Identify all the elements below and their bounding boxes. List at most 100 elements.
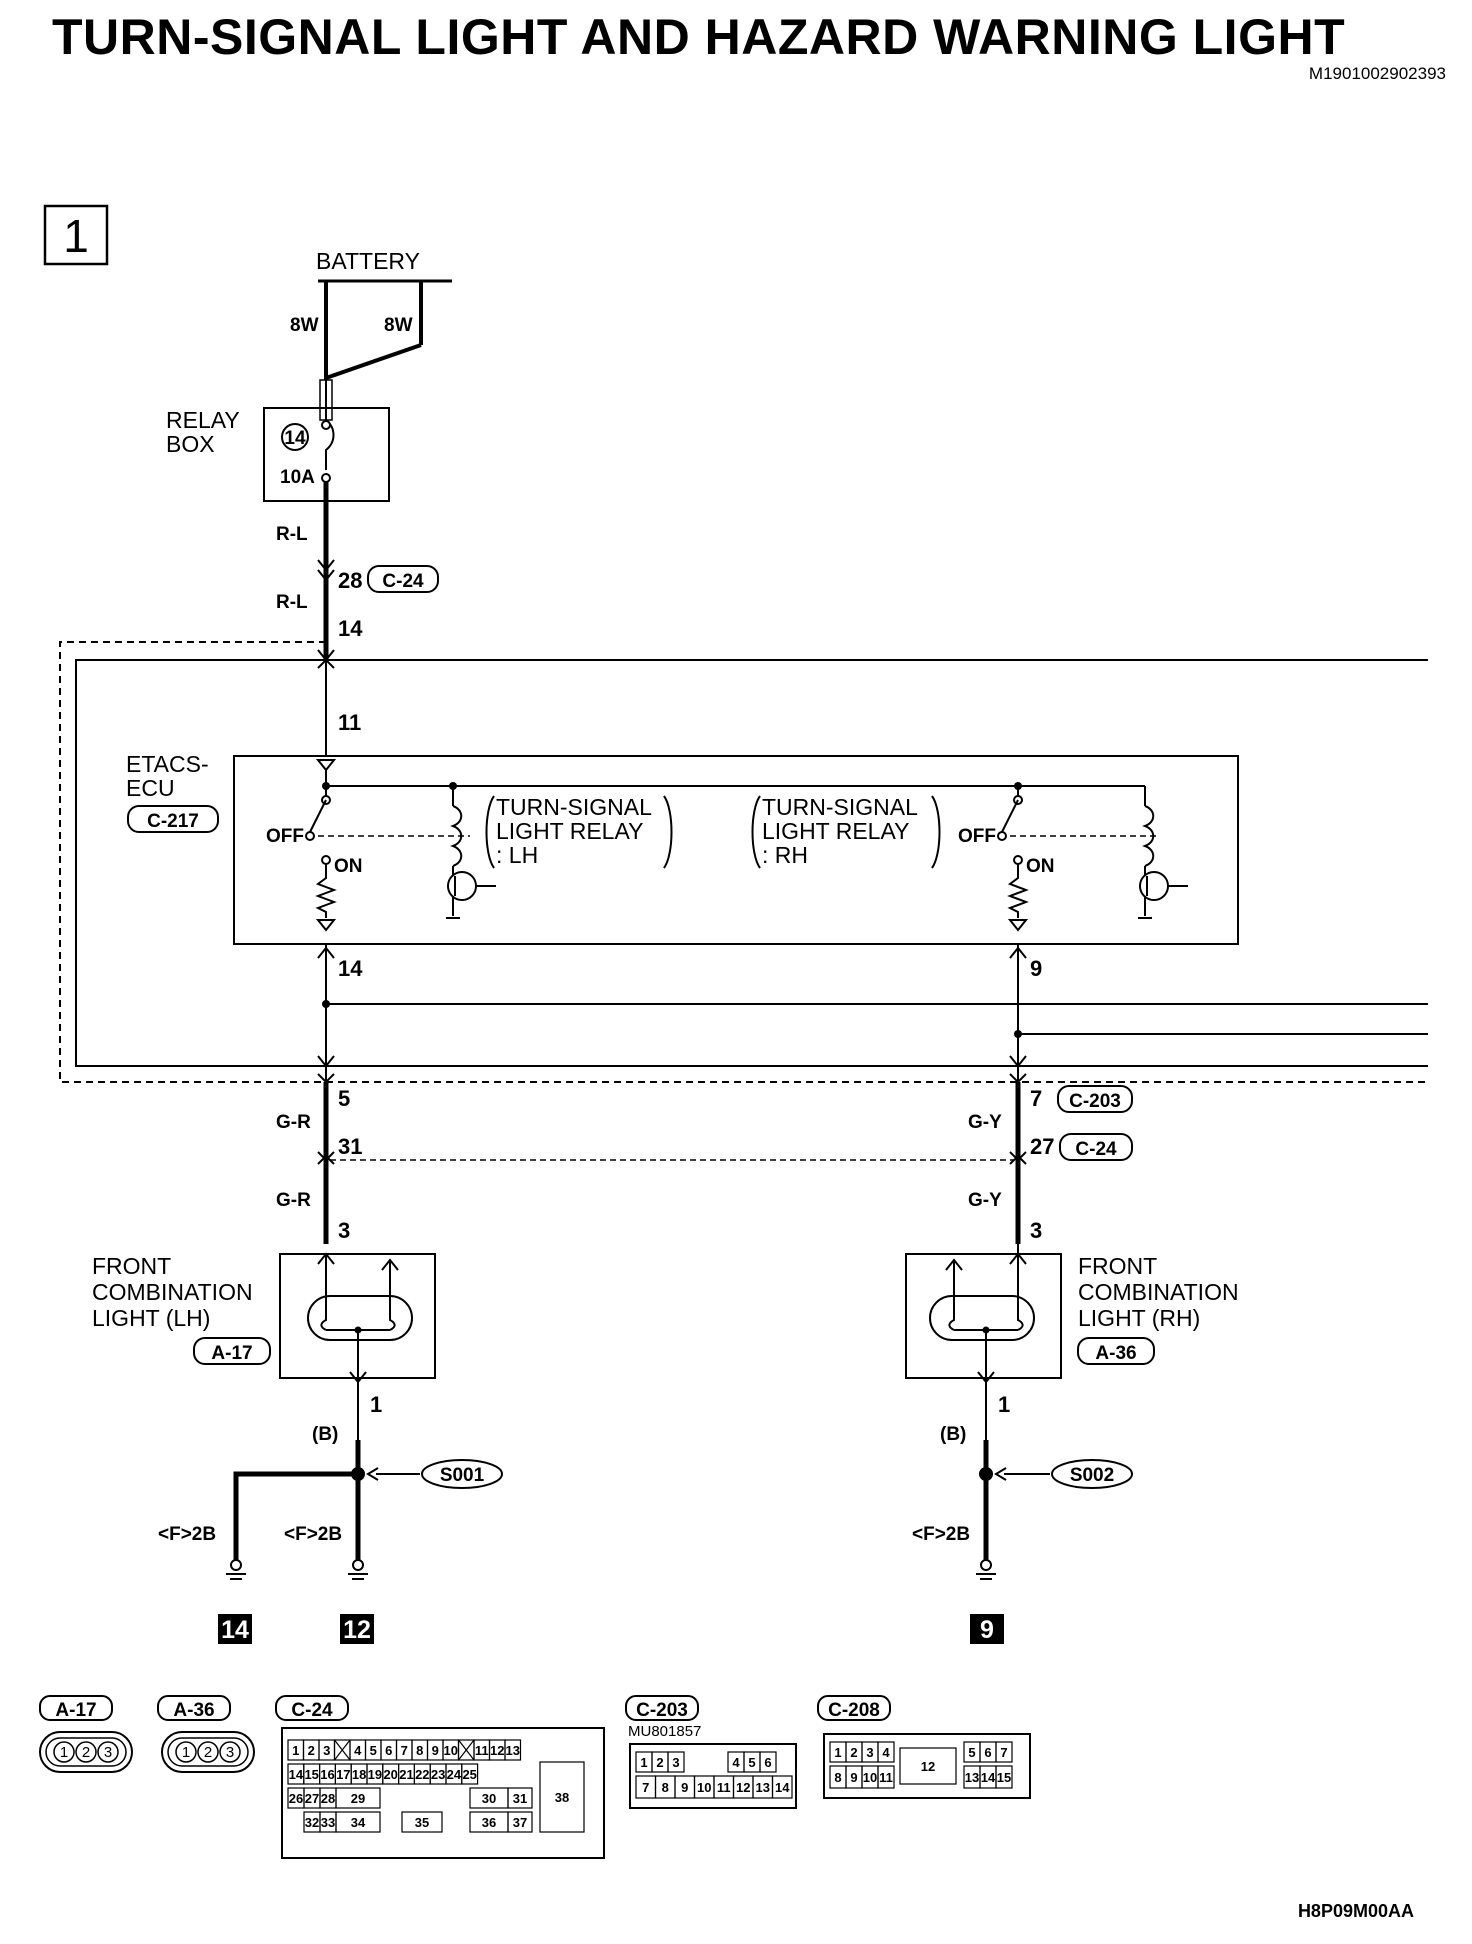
c208-pin-2: 2 [850,1745,857,1760]
c208-pin-3: 3 [866,1745,873,1760]
c24-pin-31-cell [507,1787,533,1809]
connector-rh-27 [1009,1151,1027,1165]
wire-rl-bottom: R-L [276,592,308,613]
fuse-rating: 10A [280,467,315,488]
pin-1-right: 1 [998,1392,1010,1417]
c208-pin-15: 15 [997,1770,1011,1785]
wire-gr-top: G-R [276,1112,311,1133]
rh-relay-coil [1142,805,1155,867]
rh-relay-label-2: LIGHT RELAY [762,818,909,844]
c24-pin-15: 15 [304,1767,318,1782]
c208-pin-4-cell [877,1741,895,1763]
c24-pin-36: 36 [482,1815,496,1830]
wire-gy-bottom: G-Y [968,1190,1002,1211]
a36-pin-2: 2 [204,1744,212,1761]
c203-pin-2: 2 [656,1755,663,1770]
c24-pin-x11-blank [458,1739,475,1761]
c208-pin-15-cell [995,1765,1013,1789]
rh-switch-off-contact [997,831,1007,841]
lh-relay-bracket-left [485,795,495,869]
a36-pin-3: 3 [226,1744,234,1761]
lh-ground-branch [233,1471,358,1560]
pin-31: 31 [338,1134,362,1159]
page-title: TURN-SIGNAL LIGHT AND HAZARD WARNING LIG… [52,9,1346,65]
c24-pin-37-cell [507,1811,533,1833]
wire-8w-left: 8W [290,315,319,336]
connector-c24-badge [367,565,439,593]
c24-pin-17: 17 [336,1767,350,1782]
document-id: M1901002902393 [1308,64,1446,83]
connector-view-a36-label: A-36 [173,1700,214,1721]
c24-pin-24: 24 [447,1767,462,1782]
c208-pin-12: 12 [921,1759,935,1774]
c24-pin-35: 35 [415,1815,429,1830]
a17-pin-1: 1 [60,1744,68,1761]
lh-on-label: ON [334,856,363,877]
lh-relay-coil [450,805,463,867]
c208-pin-10: 10 [863,1770,877,1785]
ground-ref-9-box [970,1614,1004,1644]
connector-c24-symbol [317,559,335,582]
rh-light-label-1: FRONT [1078,1253,1157,1279]
c24-pin-22: 22 [415,1767,429,1782]
pin-28: 28 [338,568,362,593]
connector-view-c208-label: C-208 [828,1700,880,1721]
c203-pin-7: 7 [642,1780,649,1795]
ecu-label-1: ETACS- [126,751,209,777]
relay-box-label-1: RELAY [166,407,240,433]
lh-light-label-2: COMBINATION [92,1279,253,1305]
c203-part-number: MU801857 [628,1723,701,1740]
c208-pin-11: 11 [879,1770,893,1785]
connector-lh-31 [317,1151,335,1165]
ground-ref-9: 9 [980,1616,994,1644]
connector-view-c203-label: C-203 [636,1700,688,1721]
rh-relay-bracket-left [751,795,761,869]
c24-pin-38-cell [539,1761,585,1833]
c208-pin-9: 9 [850,1770,857,1785]
connector-c217-badge [127,805,219,833]
c203-pin-8: 8 [662,1780,669,1795]
ground-ref-14-box [218,1614,252,1644]
arrow-down-11 [317,649,335,662]
c24-pin-5: 5 [370,1743,377,1758]
rh-transistor [1139,871,1169,901]
c24-pin-35-cell [401,1811,443,1833]
c24-pin-13: 13 [506,1743,520,1758]
junction-rh-branch [1014,1030,1022,1038]
c24-pin-9: 9 [432,1743,439,1758]
c24-pin-13-cell [504,1739,522,1761]
wire-b-left: (B) [312,1424,338,1445]
footer-code: H8P09M00AA [1297,1901,1414,1921]
etacs-boundary-dashed [59,641,1428,1083]
relay-box-label-2: BOX [166,431,215,457]
etacs-boundary-solid [75,659,1428,1067]
c208-pin-4: 4 [882,1745,890,1760]
splice-s001-dot [351,1467,365,1481]
lh-filaments [320,1254,396,1331]
c203-pin-14-cell [771,1775,793,1799]
c203-pin-13: 13 [756,1780,770,1795]
connector-view-a36: A-36 1 2 3 [157,1695,255,1773]
rh-light-ground-arrow [977,1371,995,1384]
c24-pin-18: 18 [352,1767,366,1782]
c208-pin-14: 14 [981,1770,996,1785]
c24-pin-25-cell [461,1763,479,1785]
battery-wire-join [325,343,422,380]
c208-pin-1: 1 [834,1745,841,1760]
pin-5: 5 [338,1086,350,1111]
c208-pin-8: 8 [834,1770,841,1785]
c208-pin-7: 7 [1000,1745,1007,1760]
junction-lh-branch [322,1000,330,1008]
wire-rl-top: R-L [276,524,308,545]
c24-pin-1: 1 [292,1743,299,1758]
connector-a17-label: A-17 [211,1343,252,1364]
ground-location-left: <F>2B [158,1524,216,1545]
rh-light-label-3: LIGHT (RH) [1078,1305,1200,1331]
splice-s001-badge [421,1459,503,1489]
c24-pin-29-cell [335,1787,381,1809]
pin-1-left: 1 [370,1392,382,1417]
splice-s001-label: S001 [440,1465,485,1486]
